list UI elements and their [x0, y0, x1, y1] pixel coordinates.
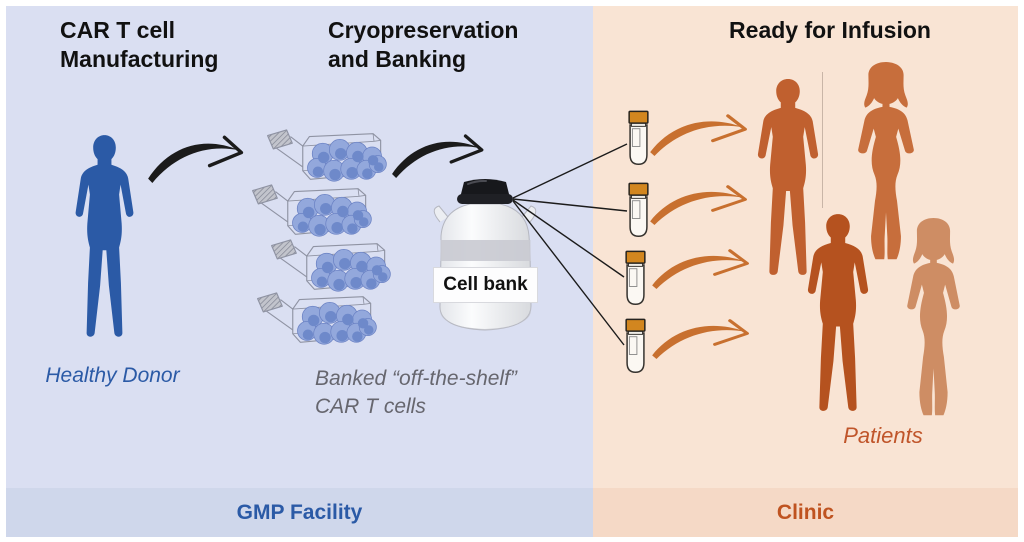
heading-cryopreservation: Cryopreservation and Banking	[328, 16, 518, 74]
infusion-arrow-icon-3	[650, 247, 758, 289]
infusion-arrow-icon-2	[648, 183, 756, 225]
figure-divider-line	[822, 72, 823, 208]
cryovial-icon-4	[623, 318, 648, 376]
flasks-to-bank-arrow-icon	[390, 132, 492, 178]
infusion-arrow-icon-1	[648, 112, 756, 156]
cryovial-icon-3	[623, 250, 648, 308]
cryotank-cell-bank-icon	[433, 179, 537, 331]
healthy-donor-label: Healthy Donor	[45, 364, 180, 387]
heading-line: Cryopreservation	[328, 17, 519, 43]
heading-car-t-manufacturing: CAR T cell Manufacturing	[60, 16, 218, 74]
culture-flask-icon-3	[260, 238, 401, 295]
culture-flask-icon-2	[241, 183, 382, 240]
banked-line: CAR T cells	[315, 395, 426, 418]
donor-to-flasks-arrow-icon	[146, 133, 252, 183]
cell-bank-label: Cell bank	[434, 268, 537, 302]
healthy-donor-male-figure-icon	[68, 133, 141, 345]
clinic-band: Clinic	[593, 488, 1018, 537]
infusion-arrow-icon-4	[650, 317, 758, 359]
heading-line: and Banking	[328, 46, 467, 72]
patient-male-front-figure-icon	[800, 212, 876, 419]
heading-ready-for-infusion: Ready for Infusion	[729, 17, 931, 43]
heading-line: Manufacturing	[60, 46, 219, 72]
banked-line: Banked “off-the-shelf”	[315, 367, 517, 390]
patients-label: Patients	[843, 423, 923, 448]
banked-cells-label: Banked “off-the-shelf” CAR T cells	[315, 365, 517, 421]
culture-flask-icon-4	[246, 291, 387, 348]
heading-line: CAR T cell	[60, 17, 176, 43]
culture-flask-icon-1	[256, 128, 397, 185]
patient-female-front-figure-icon	[892, 216, 975, 420]
gmp-facility-band: GMP Facility	[6, 488, 593, 537]
